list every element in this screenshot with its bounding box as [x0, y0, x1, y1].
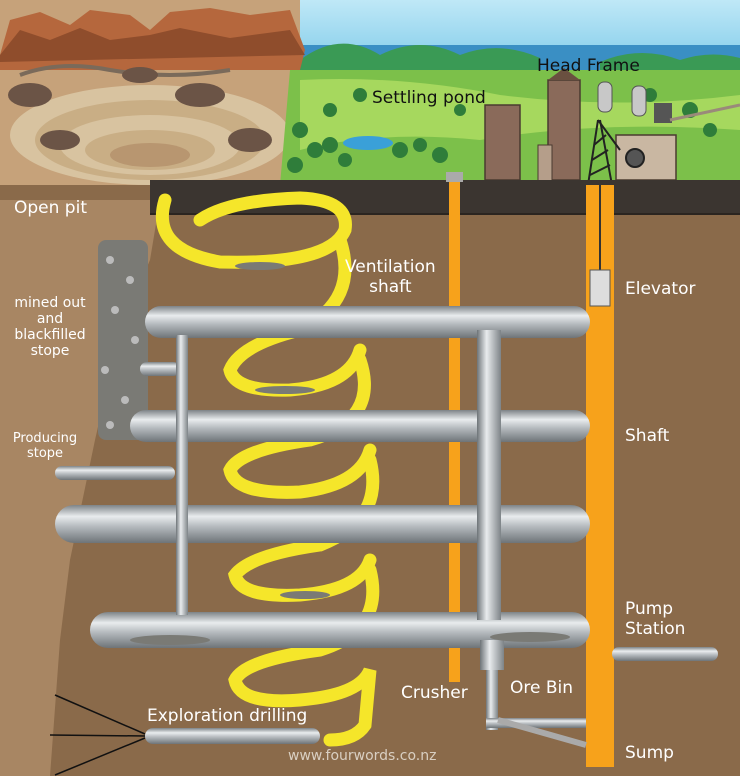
label-exploration-drilling: Exploration drilling — [147, 706, 308, 726]
label-website: www.fourwords.co.nz — [288, 748, 437, 764]
vertical-pipe-right — [477, 330, 501, 620]
vent-cap — [446, 172, 463, 182]
boulders — [8, 67, 272, 152]
cliff-shade — [0, 28, 305, 62]
label-ore-bin: Ore Bin — [510, 678, 574, 698]
label-producing-line1: Producing — [12, 431, 78, 446]
distant-hills — [300, 43, 540, 75]
drill-lines — [49, 694, 146, 776]
rubble — [130, 262, 570, 645]
ore-pipes — [480, 640, 587, 748]
label-pump-station: Pump Station — [625, 599, 686, 639]
label-crusher: Crusher — [401, 683, 468, 703]
label-pump-line1: Pump — [625, 599, 674, 619]
label-mined-out-line3: blackfilled — [14, 327, 86, 344]
levels — [55, 306, 718, 744]
head-frame-buildings — [484, 68, 740, 186]
backfill-gravel — [98, 240, 148, 440]
pit-terraces — [10, 85, 290, 185]
haul-road — [19, 64, 231, 77]
label-settling-pond: Settling pond — [372, 88, 486, 108]
vertical-pipe-left — [176, 335, 188, 615]
label-producing-line2: stope — [26, 445, 64, 461]
label-mined-out-line4: stope — [30, 343, 70, 360]
label-ventilation-line1: Ventilation — [345, 257, 436, 277]
label-sump: Sump — [625, 743, 674, 763]
label-ventilation-shaft: Ventilation shaft — [345, 257, 436, 297]
label-mined-out-line1: mined out — [14, 295, 86, 311]
label-shaft: Shaft — [625, 426, 670, 446]
settling-pond — [343, 136, 393, 150]
label-pump-line2: Station — [625, 618, 686, 639]
label-mined-out-line2: and — [36, 311, 64, 328]
head-frame-tower — [587, 119, 621, 186]
label-head-frame: Head Frame — [537, 56, 640, 76]
label-elevator: Elevator — [625, 279, 696, 299]
pit-corridor — [0, 200, 160, 776]
label-ventilation-line2: shaft — [369, 276, 412, 297]
label-mined-out: mined out and blackfilled stope — [6, 295, 94, 359]
label-open-pit: Open pit — [14, 198, 87, 218]
label-producing-stope: Producing stope — [6, 431, 84, 462]
elevator-cage — [589, 269, 611, 307]
